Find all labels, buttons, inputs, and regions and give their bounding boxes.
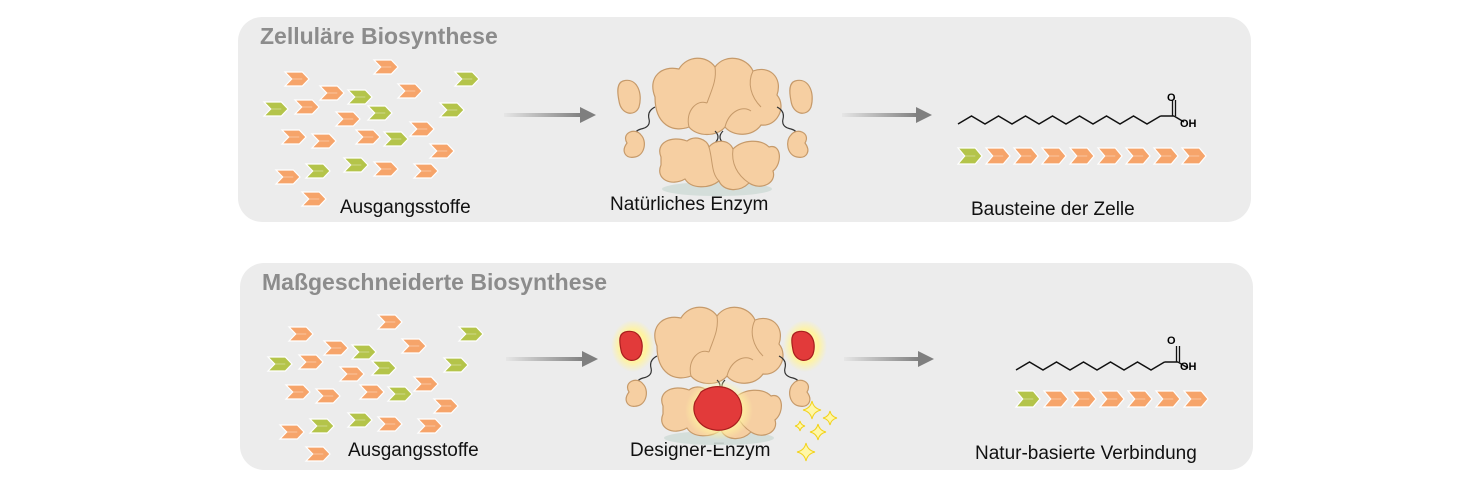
substrate-block-icon — [412, 163, 439, 179]
acid-hydroxyl-label: OH — [1180, 361, 1197, 373]
substrate-block-icon — [262, 101, 289, 117]
acid-oxygen-label: O — [1167, 335, 1176, 347]
substrate-block-icon — [1098, 390, 1125, 408]
substrate-block-icon — [386, 386, 413, 402]
substrate-block-icon — [442, 357, 469, 373]
fatty-acid-structure — [957, 100, 1185, 125]
sparkle-icon — [809, 423, 827, 441]
enzyme-label: Natürliches Enzym — [610, 194, 769, 215]
substrate-block-icon — [1180, 147, 1207, 165]
substrates-label: Ausgangsstoffe — [348, 440, 479, 461]
arrow-right-icon — [842, 107, 932, 123]
substrate-block-icon — [408, 121, 435, 137]
panel-title: Maßgeschneiderte Biosynthese — [262, 269, 608, 295]
substrate-block-icon — [1012, 147, 1039, 165]
substrate-block-icon — [308, 418, 335, 434]
substrate-block-icon — [314, 388, 341, 404]
sparkle-icon — [822, 410, 838, 426]
product-chain — [956, 147, 1207, 165]
substrate-block-icon — [310, 133, 337, 149]
substrate-block-icon — [457, 326, 484, 342]
substrate-block-icon — [346, 412, 373, 428]
substrate-block-icon — [304, 446, 331, 462]
substrate-block-icon — [370, 360, 397, 376]
enzyme-icon — [611, 306, 827, 446]
substrate-block-icon — [1070, 390, 1097, 408]
substrate-block-icon — [372, 59, 399, 75]
substrate-block-icon — [338, 366, 365, 382]
substrate-block-icon — [350, 344, 377, 360]
arrow-right-icon — [504, 107, 596, 123]
acid-oxygen-label: O — [1167, 92, 1176, 104]
fatty-acid-structure — [1015, 346, 1189, 371]
substrate-block-icon — [300, 191, 327, 207]
substrate-block-icon — [438, 102, 465, 118]
substrate-block-icon — [412, 376, 439, 392]
substrate-block-icon — [984, 147, 1011, 165]
substrate-block-icon — [354, 129, 381, 145]
substrate-block-icon — [1154, 390, 1181, 408]
sparkle-icon — [802, 400, 822, 420]
sparkle-icon — [796, 442, 816, 462]
substrate-block-icon — [376, 416, 403, 432]
substrate-block-icon — [284, 384, 311, 400]
substrate-block-icon — [318, 85, 345, 101]
enzyme-icon — [617, 57, 813, 197]
substrate-block-icon — [342, 157, 369, 173]
substrate-block-icon — [428, 143, 455, 159]
substrate-block-icon — [1126, 390, 1153, 408]
substrate-block-icon — [304, 163, 331, 179]
substrate-block-icon — [346, 89, 373, 105]
product-label: Bausteine der Zelle — [971, 199, 1135, 220]
substrate-block-icon — [297, 354, 324, 370]
substrate-block-icon — [334, 111, 361, 127]
substrate-block-icon — [1014, 390, 1041, 408]
panel-title: Zelluläre Biosynthese — [260, 23, 498, 49]
arrow-right-icon — [506, 351, 598, 367]
substrate-block-icon — [266, 356, 293, 372]
substrate-block-icon — [293, 99, 320, 115]
enzyme-label: Designer-Enzym — [630, 440, 771, 461]
substrate-block-icon — [1182, 390, 1209, 408]
substrate-block-icon — [382, 131, 409, 147]
substrate-block-icon — [274, 169, 301, 185]
substrate-block-icon — [453, 71, 480, 87]
substrates-label: Ausgangsstoffe — [340, 197, 471, 218]
substrate-block-icon — [358, 384, 385, 400]
substrate-block-icon — [1152, 147, 1179, 165]
substrate-block-icon — [1096, 147, 1123, 165]
substrate-block-icon — [372, 161, 399, 177]
substrate-block-icon — [280, 129, 307, 145]
substrate-block-icon — [287, 326, 314, 342]
arrow-right-icon — [844, 351, 934, 367]
substrate-block-icon — [1042, 390, 1069, 408]
sparkle-icon — [794, 420, 806, 432]
substrate-block-icon — [1124, 147, 1151, 165]
substrate-block-icon — [278, 424, 305, 440]
acid-hydroxyl-label: OH — [1180, 118, 1197, 130]
substrate-block-icon — [416, 418, 443, 434]
substrate-block-icon — [366, 105, 393, 121]
substrate-block-icon — [322, 340, 349, 356]
substrate-block-icon — [1068, 147, 1095, 165]
substrate-block-icon — [400, 338, 427, 354]
substrate-block-icon — [1040, 147, 1067, 165]
substrate-block-icon — [956, 147, 983, 165]
substrate-block-icon — [376, 314, 403, 330]
product-label: Natur-basierte Verbindung — [975, 443, 1197, 464]
substrate-block-icon — [396, 83, 423, 99]
substrate-block-icon — [432, 398, 459, 414]
substrate-block-icon — [283, 71, 310, 87]
product-chain — [1014, 390, 1209, 408]
